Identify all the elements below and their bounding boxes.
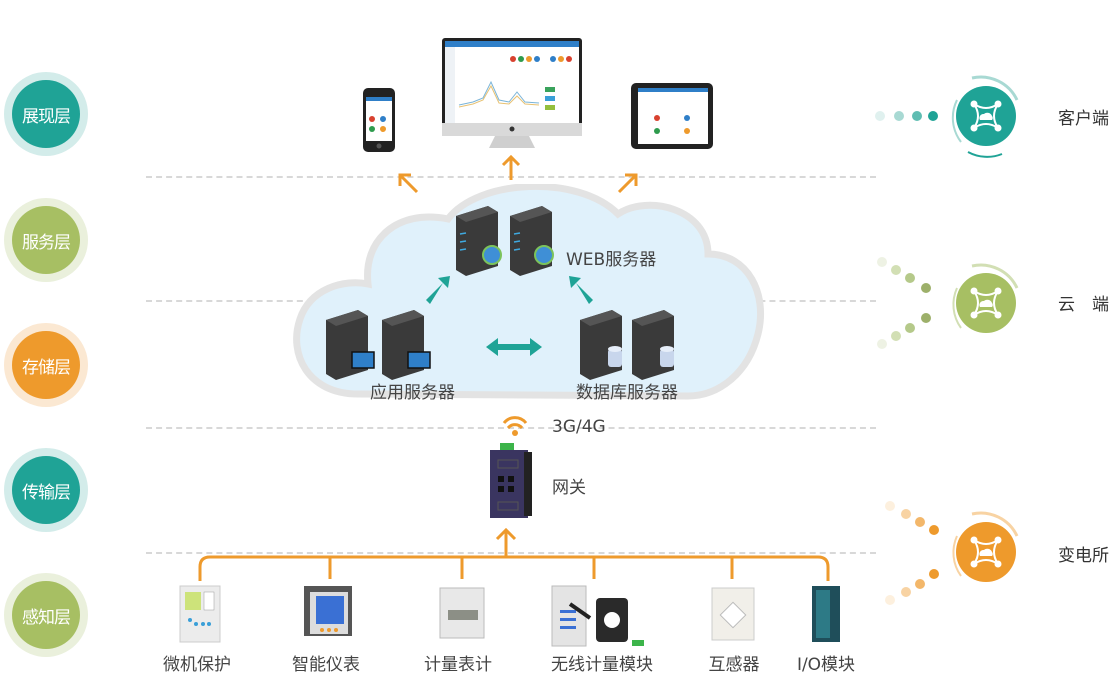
web-server-icon [456,206,554,276]
device-label-io-module: I/O模块 [796,655,856,675]
device-label-smart-meter: 智能仪表 [292,655,360,675]
layer-label: 存储层 [12,331,80,399]
client-endpoint-icon [875,75,1019,158]
layer-divider [146,427,876,429]
field-devices [179,585,840,647]
device-label-energy-meter: 计量表计 [424,655,492,675]
device-label-relay-protection: 微机保护 [163,655,231,675]
layer-perception: 感知层 [4,573,88,657]
wireless-label: 3G/4G [552,417,606,437]
web-server-label: WEB服务器 [566,250,657,270]
db-server-label: 数据库服务器 [576,383,678,403]
cloud-shape [293,184,765,400]
data-flow-arrow-icon [426,276,593,356]
current-transformer-icon [711,587,755,641]
energy-meter-icon [439,587,485,639]
wifi-icon [502,416,528,436]
gateway-icon [490,443,532,518]
device-label-transformer: 互感器 [708,655,760,675]
smartphone-icon [363,88,395,152]
layer-label: 展现层 [12,80,80,148]
substation-endpoint-icon [885,501,1019,605]
endpoint-graphics [875,75,1019,605]
cloud-endpoint-icon [877,257,1019,349]
device-label-wireless-module: 无线计量模块 [551,655,653,675]
app-server-label: 应用服务器 [370,383,455,403]
wireless-metering-module-icon [551,585,644,647]
desktop-monitor-icon [442,38,582,148]
endpoint-label-client: 客户端 [1058,109,1109,129]
endpoint-label-cloud: 云 端 [1058,295,1109,315]
layer-storage: 存储层 [4,323,88,407]
layer-presentation: 展现层 [4,72,88,156]
presentation-devices [363,38,713,194]
endpoint-label-substation: 变电所 [1058,546,1109,566]
database-server-icon [580,310,674,380]
layer-divider [146,552,876,554]
relay-protection-icon [179,585,221,643]
tablet-icon [631,83,713,149]
app-server-icon [326,310,431,380]
arrow-up-icon [398,154,638,194]
smart-meter-icon [304,586,352,636]
gateway-label: 网关 [552,478,586,498]
io-module-icon [812,586,840,642]
layer-label: 服务层 [12,206,80,274]
layer-service: 服务层 [4,198,88,282]
layer-label: 感知层 [12,581,80,649]
layer-label: 传输层 [12,456,80,524]
device-bus [198,527,830,581]
layer-transport: 传输层 [4,448,88,532]
